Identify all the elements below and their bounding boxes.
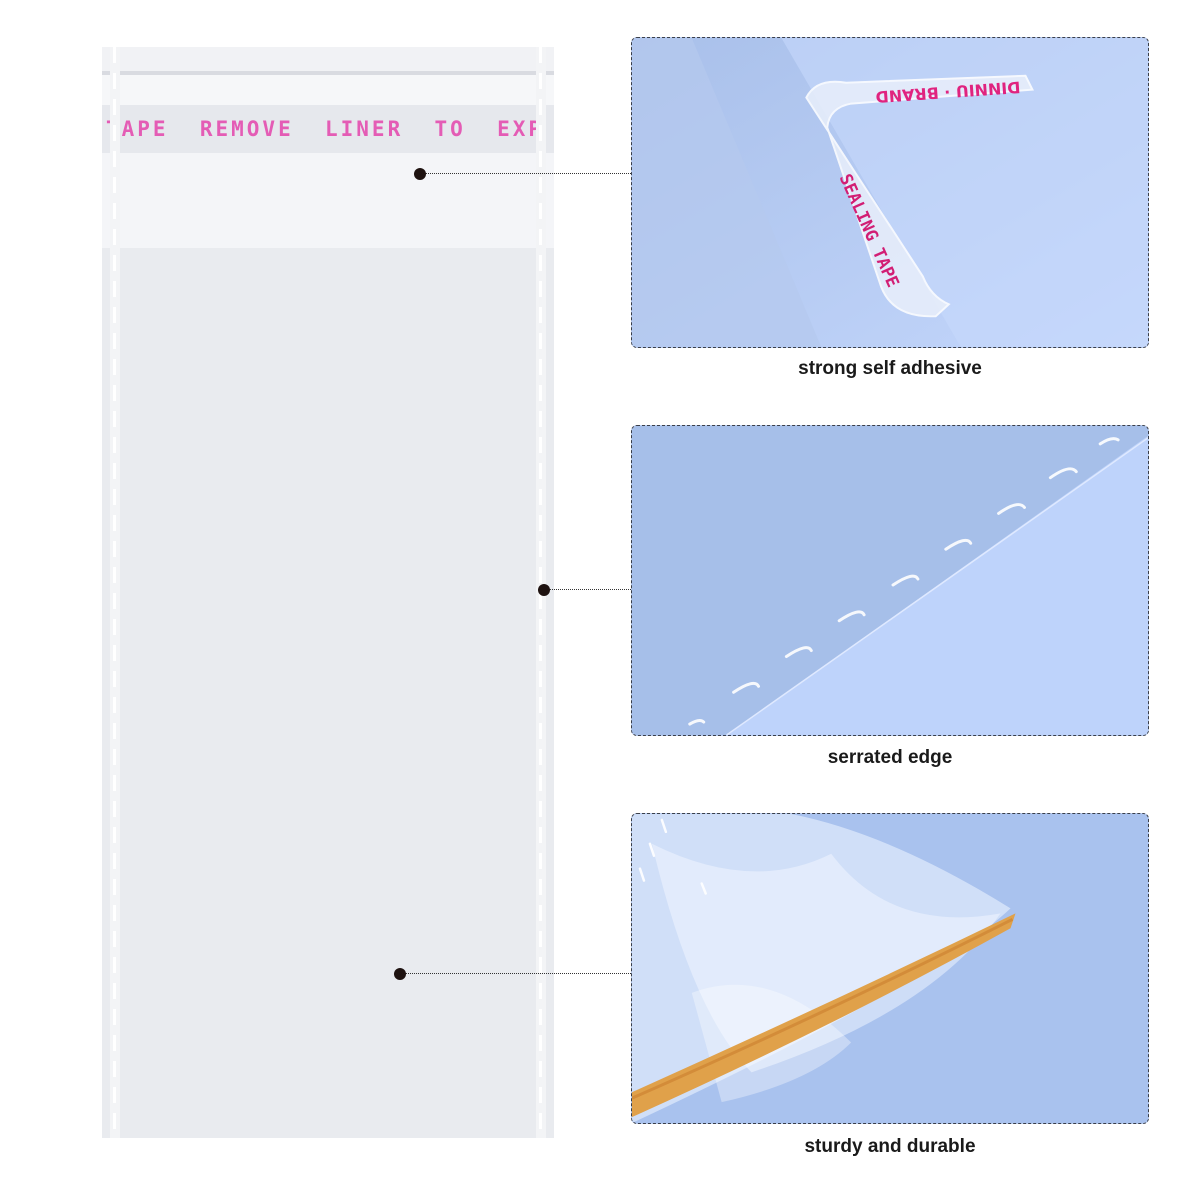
caption-adhesive: strong self adhesive xyxy=(798,358,982,379)
adhesive-tape-strip: TAPE REMOVE LINER TO EXP xyxy=(102,105,554,153)
durable-bag-closeup-photo xyxy=(631,813,1149,1124)
serrated-edge-closeup-photo xyxy=(631,425,1149,736)
caption-durable: sturdy and durable xyxy=(804,1136,976,1157)
left-serrated-seam xyxy=(110,47,120,1138)
callout-dot-edge xyxy=(538,584,550,596)
bag-flap-lower xyxy=(102,153,554,248)
cello-bag-illustration: TAPE REMOVE LINER TO EXP xyxy=(102,47,554,1138)
leader-line-adhesive xyxy=(426,173,631,174)
bag-body xyxy=(102,248,554,1138)
bag-fold-line xyxy=(102,71,554,75)
leader-line-durable xyxy=(406,973,631,974)
tape-liner-text: TAPE REMOVE LINER TO EXP xyxy=(106,117,545,141)
bag-flap xyxy=(102,75,554,105)
leader-line-edge xyxy=(550,589,631,590)
caption-edge: serrated edge xyxy=(827,747,953,768)
bag-flap-top xyxy=(102,47,554,71)
callout-dot-durable xyxy=(394,968,406,980)
callout-dot-adhesive xyxy=(414,168,426,180)
adhesive-closeup-photo: DINNIU · BRAND SEALING TAPE xyxy=(631,37,1149,348)
